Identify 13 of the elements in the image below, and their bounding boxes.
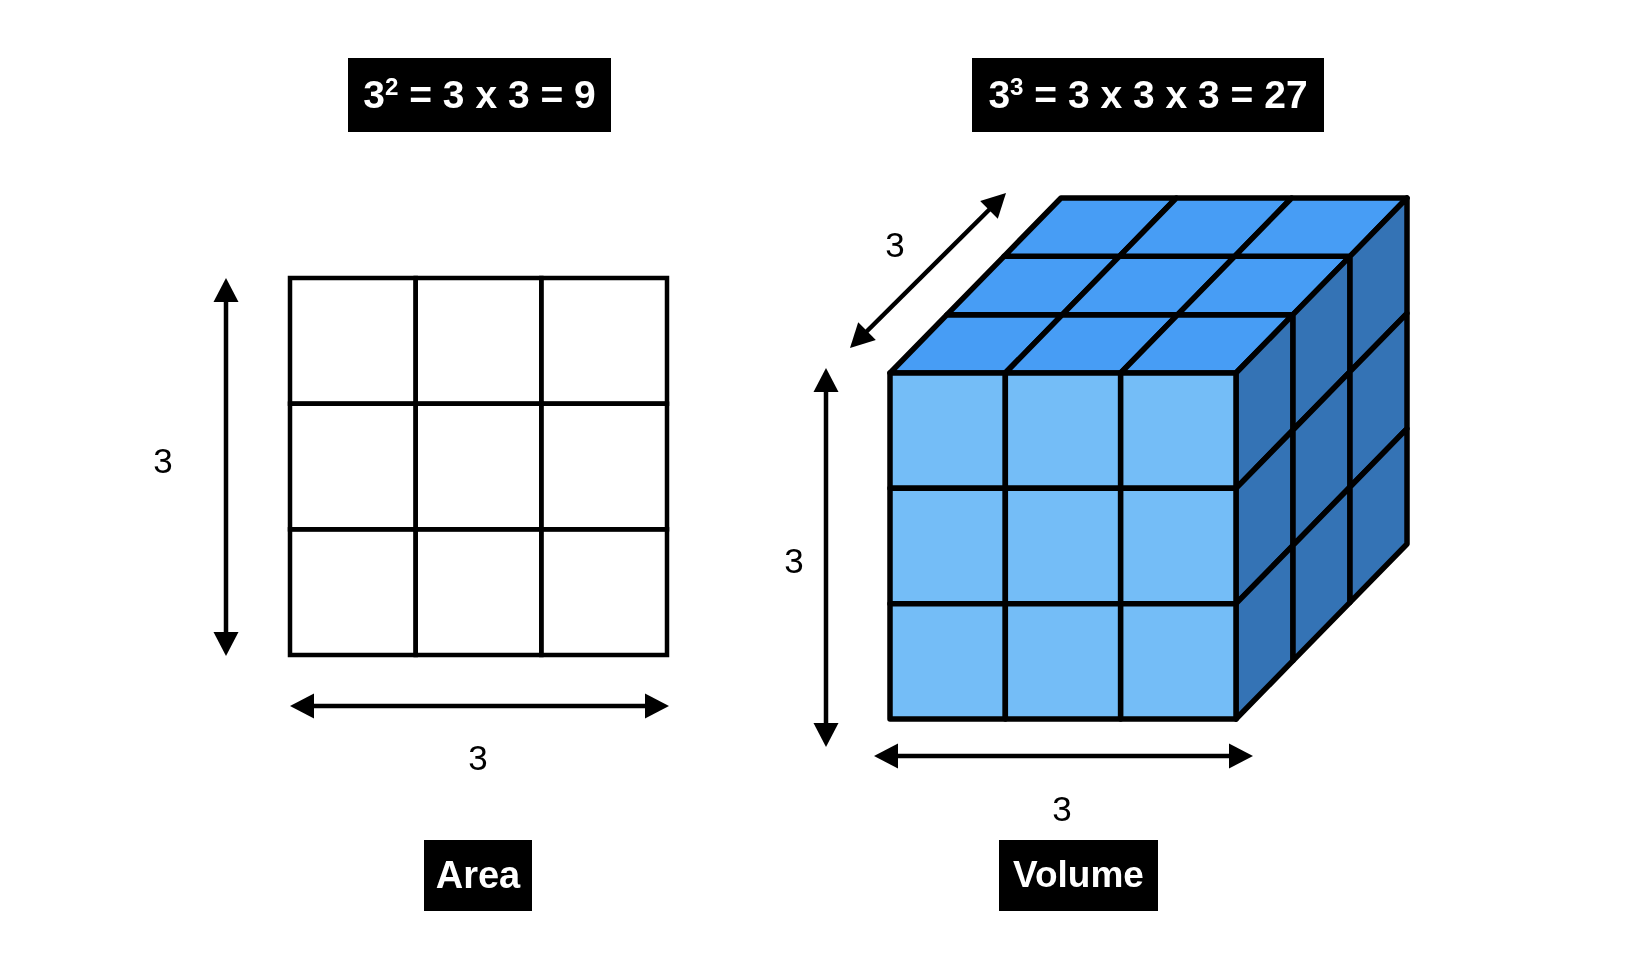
- dimension-label: 3: [153, 442, 173, 478]
- caption-box: [424, 840, 532, 911]
- caption-text: Area: [435, 853, 521, 898]
- dimension-label: 3: [1052, 790, 1072, 826]
- formula-text: 3$^{2}$ = 3 x 3 = 9: [363, 72, 596, 118]
- dimension-label: 3: [885, 226, 905, 262]
- formula-text: 3$^{3}$ = 3 x 3 x 3 = 27: [988, 72, 1308, 118]
- dimension-label: 3: [784, 542, 804, 578]
- caption-text: Volume: [1013, 854, 1144, 897]
- formula-box: [972, 58, 1324, 132]
- caption-box: [999, 840, 1158, 911]
- dimension-label: 3: [468, 739, 488, 775]
- formula-box: [348, 58, 611, 132]
